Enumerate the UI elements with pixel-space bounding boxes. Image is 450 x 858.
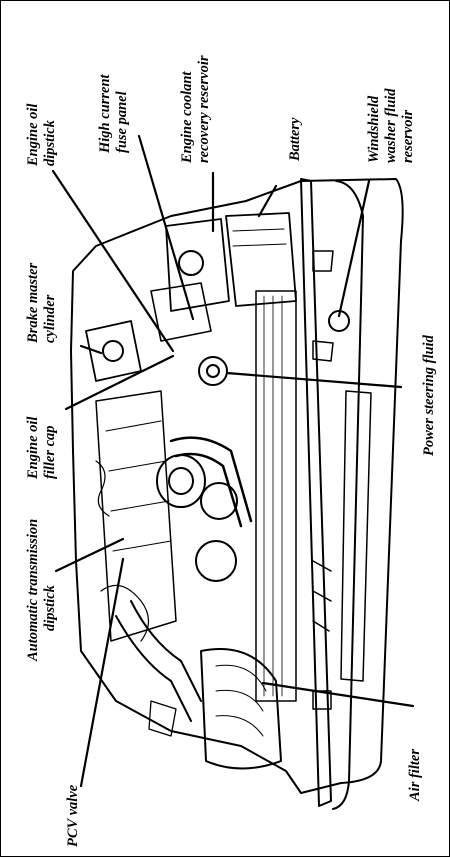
label-pcv-valve: PCV valve	[65, 784, 81, 847]
label-battery: Battery	[287, 117, 303, 162]
upper-hose	[169, 436, 253, 528]
label-windshield-washer-fluid-reservoir: Windshield washer fluid reservoir	[366, 85, 416, 163]
leader-automatic-transmission-dipstick	[54, 537, 125, 573]
label-engine-coolant-recovery-reservoir: Engine coolant recovery reservoir	[179, 55, 212, 164]
label-air-filter: Air filter	[407, 749, 423, 802]
bumper	[332, 180, 364, 810]
power-steering-reservoir-shape	[198, 356, 228, 386]
radiator	[255, 290, 297, 702]
label-high-current-fuse-panel: High current fuse panel	[97, 71, 130, 154]
label-automatic-transmission-dipstick: Automatic transmission dipstick	[25, 515, 58, 662]
leader-power-steering-fluid	[225, 371, 403, 389]
labels: Brake master cylinder Engine oil dipstic…	[25, 55, 437, 847]
leader-air-filter	[261, 681, 415, 708]
engine-block	[95, 390, 177, 642]
label-power-steering-fluid: Power steering fluid	[421, 334, 437, 456]
label-brake-master-cylinder: Brake master cylinder	[25, 259, 58, 344]
engine-compartment-illustration	[70, 178, 404, 810]
leader-engine-oil-filler-cap	[64, 354, 175, 411]
leader-washer-reservoir	[337, 179, 371, 318]
coolant-reservoir-shape	[165, 218, 230, 312]
label-engine-oil-dipstick: Engine oil dipstick	[25, 100, 58, 167]
leader-brake-master-cylinder	[79, 344, 103, 355]
leader-battery	[257, 184, 278, 218]
intake-duct	[115, 600, 202, 722]
air-filter-housing	[200, 648, 282, 770]
body-outline	[70, 178, 404, 794]
fuse-panel-shape	[150, 282, 212, 342]
battery-shape	[225, 212, 297, 307]
label-engine-oil-filler-cap: Engine oil filler cap	[25, 413, 58, 480]
leader-pcv-valve	[79, 557, 125, 788]
leader-lines	[51, 134, 415, 788]
radiator-support	[300, 178, 332, 807]
alternator	[156, 454, 206, 508]
leader-high-current-fuse-panel	[137, 134, 195, 321]
leader-engine-oil-dipstick	[51, 169, 175, 353]
